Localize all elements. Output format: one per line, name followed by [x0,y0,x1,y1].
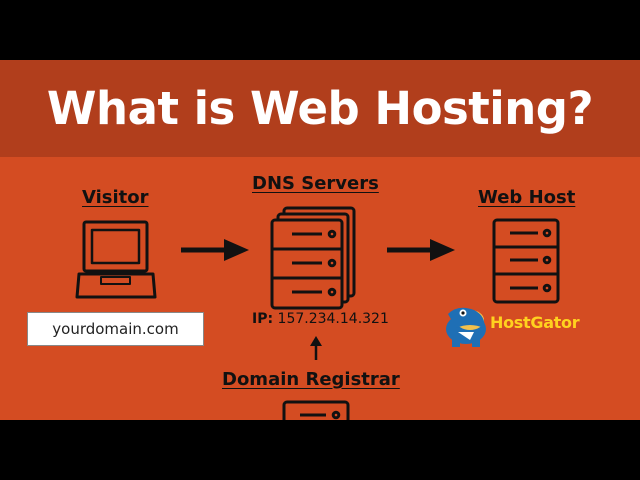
web-host-label: Web Host [478,187,576,208]
arrow-up-icon [310,336,322,360]
ip-value: 157.234.14.321 [277,311,389,327]
page-title: What is Web Hosting? [46,82,594,135]
visitor-label: Visitor [82,187,149,208]
server-stack-icon [270,206,356,310]
diagram-frame: What is Web Hosting? Visitor DNS Servers… [0,60,640,420]
diagram-icons [75,206,560,420]
ip-address-text: IP: 157.234.14.321 [252,311,389,327]
arrow-right-icon [181,239,249,261]
gator-mascot-icon [446,307,486,347]
domain-registrar-label: Domain Registrar [222,369,400,390]
dns-servers-label: DNS Servers [252,173,379,194]
ip-prefix: IP: [252,311,274,327]
hostgator-logo-text: HostGator [490,313,580,332]
bottom-letterbox [0,420,640,480]
arrow-right-icon [387,239,455,261]
title-banner [0,60,640,157]
top-letterbox [0,0,640,60]
domain-input-box: yourdomain.com [27,312,204,346]
server-icon [492,218,560,304]
server-icon [282,400,350,420]
laptop-icon [75,220,157,299]
